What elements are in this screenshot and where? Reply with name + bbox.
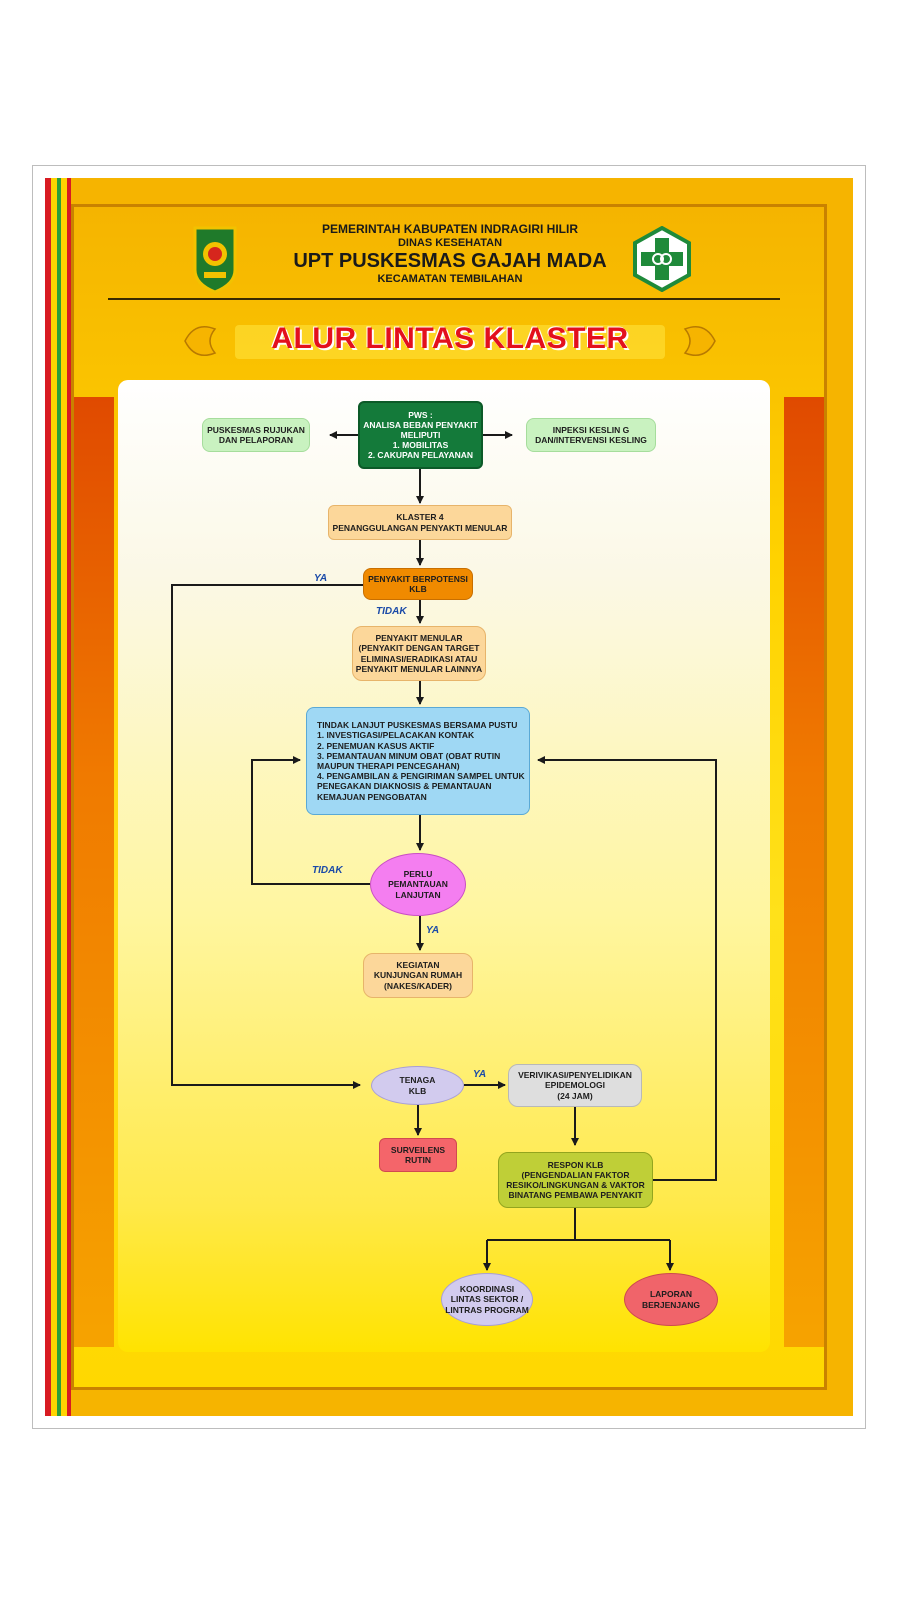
header-department: DINAS KESEHATAN: [397, 237, 503, 249]
node-laporan-berjenjang: LAPORAN BERJENJANG: [624, 1273, 718, 1326]
node-surveilens-rutin: SURVEILENS RUTIN: [379, 1138, 457, 1172]
node-inspeksi-kesling: INPEKSI KESLIN G DAN/INTERVENSI KESLING: [526, 418, 656, 452]
right-side-ribbon: [784, 397, 824, 1347]
node-penyakit-menular: PENYAKIT MENULAR (PENYAKIT DENGAN TARGET…: [352, 626, 486, 681]
title-ornament: [184, 325, 716, 359]
tindak-lanjut-item: 1. INVESTIGASI/PELACAKAN KONTAK: [317, 730, 475, 741]
node-puskesmas-rujukan: PUSKESMAS RUJUKAN DAN PELAPORAN: [202, 418, 310, 452]
node-tenaga-klb: TENAGA KLB: [371, 1066, 464, 1105]
node-respon-klb: RESPON KLB (PENGENDALIAN FAKTOR RESIKO/L…: [498, 1152, 653, 1208]
tindak-lanjut-item: 4. PENGAMBILAN & PENGIRIMAN SAMPEL UNTUK…: [317, 771, 525, 802]
header-district: KECAMATAN TEMBILAHAN: [377, 273, 523, 285]
label-tidak-perlu: TIDAK: [312, 865, 343, 876]
node-penyakit-berpotensi-klb: PENYAKIT BERPOTENSI KLB: [363, 568, 473, 600]
node-kunjungan-rumah: KEGIATAN KUNJUNGAN RUMAH (NAKES/KADER): [363, 953, 473, 998]
tindak-lanjut-item: 3. PEMANTAUAN MINUM OBAT (OBAT RUTIN MAU…: [317, 750, 501, 771]
header-divider: [108, 298, 780, 300]
label-ya-tenaga: YA: [473, 1069, 487, 1080]
edge-respon-tindak: [537, 756, 717, 1181]
tindak-lanjut-title: TINDAK LANJUT PUSKESMAS BERSAMA PUSTU: [317, 720, 518, 731]
edge-berpotensi-tenaga: [171, 584, 363, 1089]
tindak-lanjut-item: 2. PENEMUAN KASUS AKTIF: [317, 740, 435, 751]
regency-emblem: [193, 226, 237, 294]
node-pws: PWS : ANALISA BEBAN PENYAKIT MELIPUTI 1.…: [358, 401, 483, 469]
edge-perlu-tindak: [251, 756, 370, 885]
label-ya-perlu: YA: [426, 925, 440, 936]
puskesmas-logo: [633, 226, 691, 292]
node-tindak-lanjut: TINDAK LANJUT PUSKESMAS BERSAMA PUSTU 1.…: [306, 707, 530, 815]
node-perlu-pemantauan: PERLU PEMANTAUAN LANJUTAN: [370, 853, 466, 916]
node-verifikasi: VERIVIKASI/PENYELIDIKAN EPIDEMOLOGI (24 …: [508, 1064, 642, 1107]
label-tidak-berpotensi: TIDAK: [376, 606, 407, 617]
node-koordinasi-lintas-sektor: KOORDINASI LINTAS SEKTOR / LINTRAS PROGR…: [441, 1273, 533, 1326]
header-puskesmas-name: UPT PUSKESMAS GAJAH MADA: [293, 250, 607, 272]
left-side-ribbon: [74, 397, 114, 1347]
label-ya-berpotensi: YA: [314, 573, 328, 584]
node-klaster-4: KLASTER 4 PENANGGULANGAN PENYAKTI MENULA…: [328, 505, 512, 540]
header-government: PEMERINTAH KABUPATEN INDRAGIRI HILIR: [322, 222, 578, 236]
poster-title: ALUR LINTAS KLASTER: [271, 322, 629, 355]
